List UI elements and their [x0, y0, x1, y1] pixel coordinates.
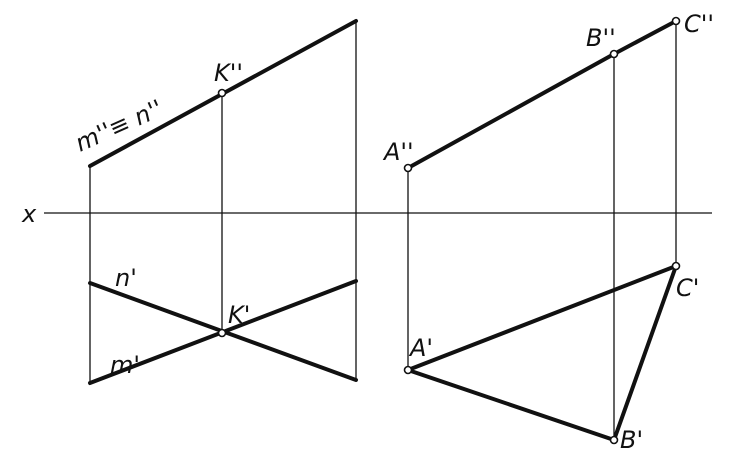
- label-K1: K': [228, 301, 250, 329]
- point-B1: [609, 435, 619, 445]
- label-B2: B'': [586, 24, 616, 52]
- line-B1-C1: [612, 264, 678, 442]
- label-n1: n': [115, 264, 137, 292]
- point-A2: [403, 163, 413, 173]
- point-C2: [671, 16, 681, 26]
- label-m1: m': [110, 351, 140, 379]
- point-C1: [671, 261, 681, 271]
- label-C1: C': [676, 274, 699, 302]
- line-A1-B1: [406, 368, 616, 442]
- line-A2-B2: [406, 52, 616, 170]
- point-K2: [217, 88, 227, 98]
- label-C2: C'': [684, 10, 714, 38]
- point-B2: [609, 49, 619, 59]
- line-B2-C2: [612, 19, 678, 56]
- label-x-axis: x: [21, 200, 37, 228]
- point-A1: [403, 365, 413, 375]
- line-A1-C1: [406, 264, 678, 372]
- label-A2: A'': [382, 138, 414, 166]
- label-K2: K'': [214, 59, 243, 87]
- label-A1: A': [408, 334, 433, 362]
- point-K1: [217, 328, 227, 338]
- label-B1: B': [620, 426, 643, 454]
